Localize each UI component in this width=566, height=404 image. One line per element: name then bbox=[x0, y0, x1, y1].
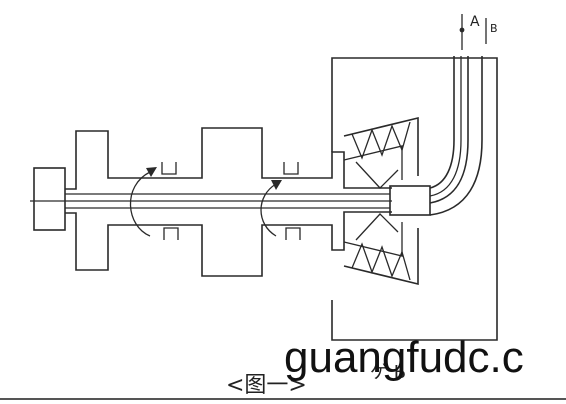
blade-zigzag-lower bbox=[351, 242, 411, 281]
hub-block bbox=[389, 185, 431, 216]
figure-caption: <图一> bbox=[226, 373, 307, 398]
housing-frame bbox=[331, 57, 498, 341]
pipe-inner-wall bbox=[429, 56, 455, 189]
shaft-upper-outline bbox=[65, 127, 392, 190]
cone-outer-lower bbox=[343, 228, 419, 286]
rotation-arrow-right bbox=[260, 183, 277, 237]
blade-zigzag-mid-upper bbox=[355, 161, 399, 189]
rotation-arrow-left bbox=[129, 171, 151, 237]
pipe-outer-wall bbox=[429, 56, 483, 216]
cone-outer-upper bbox=[343, 116, 419, 176]
seal-mark-lower-left bbox=[163, 227, 179, 240]
port-a-dot bbox=[459, 27, 465, 33]
seal-mark-upper-left bbox=[161, 162, 177, 175]
shaft-end-cap bbox=[33, 167, 66, 231]
watermark-text: guangfudc.c bbox=[284, 333, 524, 382]
pipe-core-wall bbox=[429, 56, 462, 197]
port-a-label: A bbox=[470, 14, 480, 30]
seal-mark-upper-right bbox=[283, 162, 299, 175]
seal-mark-lower-right bbox=[285, 227, 301, 240]
rotation-arrow-right-head bbox=[271, 180, 282, 190]
blade-zigzag-mid-lower bbox=[355, 213, 399, 241]
pipe-middle-wall bbox=[429, 56, 469, 204]
rotation-arrow-left-head bbox=[146, 167, 157, 177]
shaft-lower-outline bbox=[65, 211, 392, 277]
bottom-border bbox=[0, 398, 566, 400]
port-b-label: B bbox=[490, 22, 498, 35]
blade-zigzag-upper bbox=[351, 121, 411, 160]
figure-marks: ゲ Ь bbox=[370, 362, 406, 383]
